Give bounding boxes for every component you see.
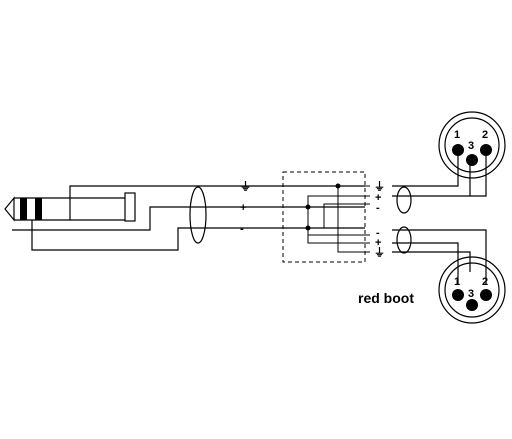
bot-pin-1-label: 1 xyxy=(454,276,460,288)
top-label-ground: ⏚ xyxy=(374,180,385,193)
plug-label-plus: + xyxy=(240,202,246,214)
xlr-connector-bottom: 1 2 3 xyxy=(438,256,506,324)
node-ground xyxy=(335,183,341,189)
wire-plus-plug xyxy=(12,206,365,231)
top-label-plus: + xyxy=(375,192,381,204)
top-pin-2-label: 2 xyxy=(482,129,488,141)
top-label-minus: - xyxy=(376,202,380,214)
top-pin-3 xyxy=(466,154,478,166)
top-pin-1-label: 1 xyxy=(454,129,460,141)
wire-bot-plus xyxy=(392,242,459,285)
wire-minus-plug xyxy=(31,220,365,251)
xlr-connector-top: 1 2 3 xyxy=(438,111,506,179)
jack-plug xyxy=(4,192,136,222)
wire-top-ground xyxy=(392,150,459,187)
top-pin-2 xyxy=(480,144,492,156)
junc-ground-bot xyxy=(337,186,370,253)
bot-pin-1 xyxy=(452,289,464,301)
node-plus xyxy=(305,204,311,210)
bot-label-plus: + xyxy=(375,237,381,249)
node-minus xyxy=(305,225,311,231)
plug-label-minus: - xyxy=(240,223,244,235)
junction-box xyxy=(282,171,366,263)
junc-plus-bot xyxy=(307,207,370,244)
jack-tip xyxy=(4,196,15,222)
bot-label-minus: - xyxy=(376,227,380,239)
jack-ring-1 xyxy=(20,198,27,220)
wire-top-plus xyxy=(392,150,487,197)
jack-body xyxy=(70,197,125,221)
junc-plus-top xyxy=(307,195,370,207)
cable-shield-left xyxy=(189,186,207,244)
bot-pin-2-label: 2 xyxy=(482,276,488,288)
cable-shield-bottom xyxy=(396,226,412,254)
cable-shield-top xyxy=(396,186,412,214)
boot-label: red boot xyxy=(358,290,414,306)
plug-label-ground: ⏚ xyxy=(240,180,251,193)
top-pin-1 xyxy=(452,144,464,156)
bot-pin-3 xyxy=(466,299,478,311)
junc-minus-top xyxy=(323,203,370,228)
wire-bot-ground xyxy=(392,251,471,272)
top-pin-3-label: 3 xyxy=(468,140,474,152)
jack-ring-2 xyxy=(35,198,42,220)
jack-barrel xyxy=(124,192,136,222)
bot-label-ground: ⏚ xyxy=(374,246,385,259)
wire-ground-plug xyxy=(69,185,365,198)
bot-pin-3-label: 3 xyxy=(468,288,474,300)
bot-pin-2 xyxy=(480,289,492,301)
junc-minus-bot xyxy=(307,228,370,236)
